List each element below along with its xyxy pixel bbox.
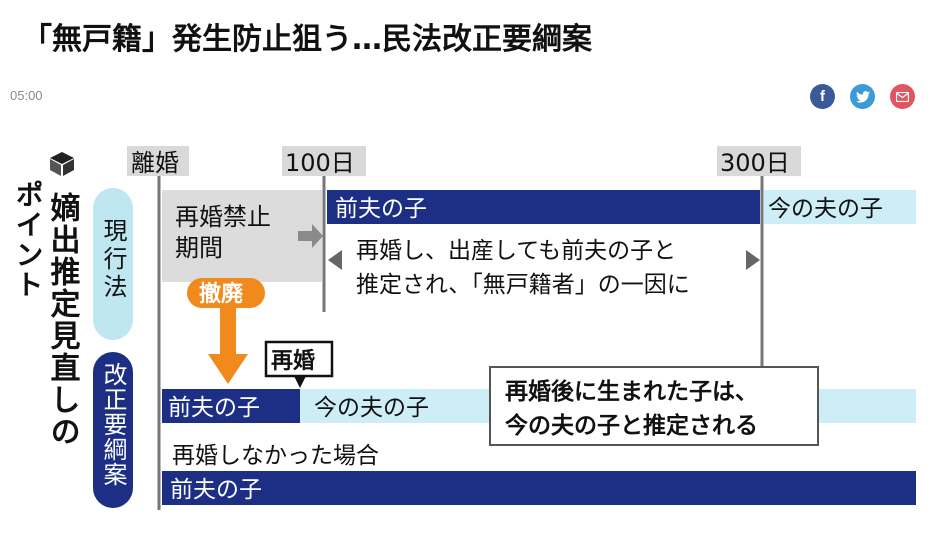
double-arrow-right [746, 250, 760, 270]
bar-current-child: 今の夫の子 [768, 196, 883, 222]
article-time: 05:00 [10, 88, 43, 103]
twitter-share-button[interactable] [850, 84, 875, 109]
proposal-note-box [489, 366, 819, 446]
abolish-arrow [208, 308, 248, 384]
no-remarriage-bar-label: 前夫の子 [170, 477, 262, 503]
prohibition-box [162, 190, 322, 282]
current-law-label: 現行法 [99, 218, 127, 302]
current-note-line1: 再婚し、出産しても前夫の子と [356, 238, 676, 264]
prohibition-arrow [298, 224, 323, 248]
prohibition-line2: 期間 [175, 234, 223, 262]
abolish-tag [187, 278, 265, 308]
side-title-line2: ポイント [12, 180, 45, 300]
facebook-icon: f [820, 88, 825, 105]
former-child-bar [327, 190, 760, 224]
remarriage-tag [264, 340, 334, 378]
abolish-label: 撤廃 [199, 281, 244, 307]
timeline-100: 100日 [285, 149, 355, 177]
proposal-pill [93, 352, 133, 508]
day100-tag [282, 146, 366, 176]
article-title: 「無戸籍」発生防止狙う…民法改正要綱案 [22, 22, 592, 57]
current-child-bar [764, 190, 916, 224]
proposal-former-bar [162, 389, 300, 423]
twitter-icon [855, 90, 870, 103]
proposal-current-child: 今の夫の子 [314, 395, 429, 421]
day300-tag [717, 146, 801, 176]
prohibition-line1: 再婚禁止 [175, 203, 271, 231]
remarriage-label: 再婚 [271, 348, 315, 374]
bar-former-child: 前夫の子 [335, 196, 427, 222]
proposal-note-line2: 今の夫の子と推定される [505, 412, 758, 439]
proposal-label: 改正要綱案 [99, 362, 127, 487]
remarriage-pointer [294, 376, 306, 388]
proposal-note-line1: 再婚後に生まれた子は、 [505, 378, 758, 405]
no-remarriage-label: 再婚しなかった場合 [172, 443, 379, 469]
current-note-line2: 推定され、「無戸籍者」の一因に [356, 272, 690, 298]
timeline-divorce: 離婚 [131, 149, 179, 177]
current-law-pill [93, 188, 133, 340]
cube-icon [50, 152, 74, 176]
mail-share-button[interactable] [890, 84, 915, 109]
proposal-former-child: 前夫の子 [168, 395, 260, 421]
side-title-line1: 嫡出推定見直しの [45, 191, 81, 448]
double-arrow-left [328, 250, 342, 270]
no-remarriage-bar [162, 471, 916, 505]
infographic: 嫡出推定見直しの ポイント 現行法 改正要綱案 離婚 100日 300日 再婚禁… [0, 130, 951, 542]
timeline-300: 300日 [720, 149, 790, 177]
mail-icon [896, 91, 909, 102]
facebook-share-button[interactable]: f [810, 84, 835, 109]
divorce-tag [127, 146, 189, 176]
